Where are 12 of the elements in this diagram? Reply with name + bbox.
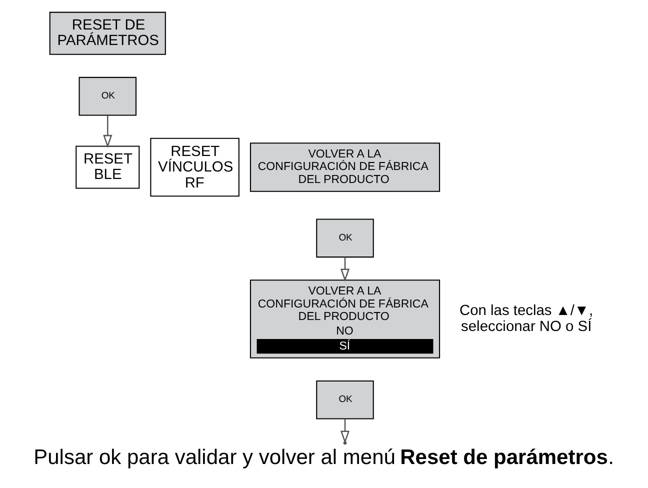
arrow <box>340 257 350 282</box>
caption: Pulsar ok para validar y volver al menú Reset de parámetros. <box>34 446 614 470</box>
node-label: Con las teclas ▲/▼, seleccionar NO o SÍ <box>459 303 594 335</box>
node-box: OK <box>78 76 137 116</box>
node-box: OK <box>316 380 374 420</box>
node-box: RESET DE PARÁMETROS <box>49 12 166 55</box>
node-box: RESET VÍNCULOS RF <box>150 138 240 197</box>
arrow <box>103 115 112 148</box>
node-box: VOLVER A LA CONFIGURACIÓN DE FÁBRICA DEL PRODUCTO <box>250 142 440 192</box>
node-box: OK <box>316 218 374 258</box>
node-box: VOLVER A LA CONFIGURACIÓN DE FÁBRICA DEL PRODUCTO NO SÍ <box>250 280 440 358</box>
node-box: RESET BLE <box>76 146 140 189</box>
